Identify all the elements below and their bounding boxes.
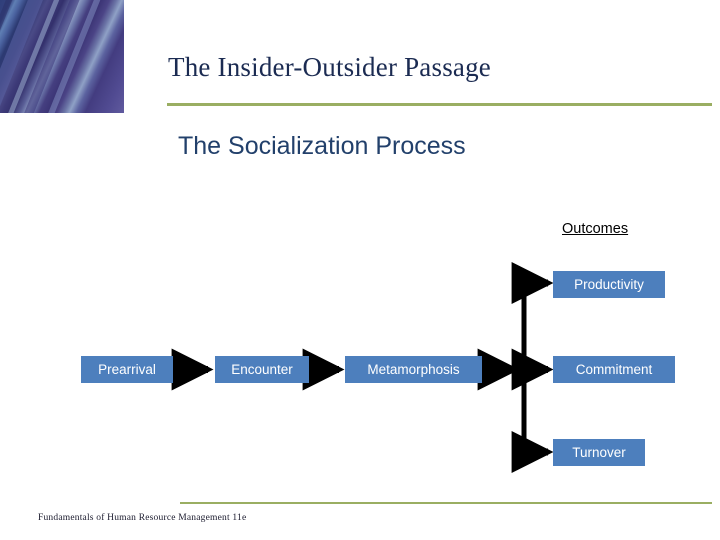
diagram-node-productivity[interactable]: Productivity [553, 271, 665, 298]
footer-text: Fundamentals of Human Resource Managemen… [38, 513, 247, 523]
page-title: The Insider-Outsider Passage [168, 52, 491, 82]
outcomes-label: Outcomes [562, 221, 629, 237]
diagram-node-turnover[interactable]: Turnover [553, 439, 645, 466]
title-divider [167, 103, 712, 106]
diagram-node-prearrival[interactable]: Prearrival [81, 356, 173, 383]
diagram-node-metamorphosis[interactable]: Metamorphosis [345, 356, 482, 383]
diagram-node-encounter[interactable]: Encounter [215, 356, 309, 383]
footer-divider [180, 502, 712, 504]
page-subtitle: The Socialization Process [178, 132, 466, 160]
corner-artwork [0, 0, 124, 113]
diagram-node-commitment[interactable]: Commitment [553, 356, 675, 383]
